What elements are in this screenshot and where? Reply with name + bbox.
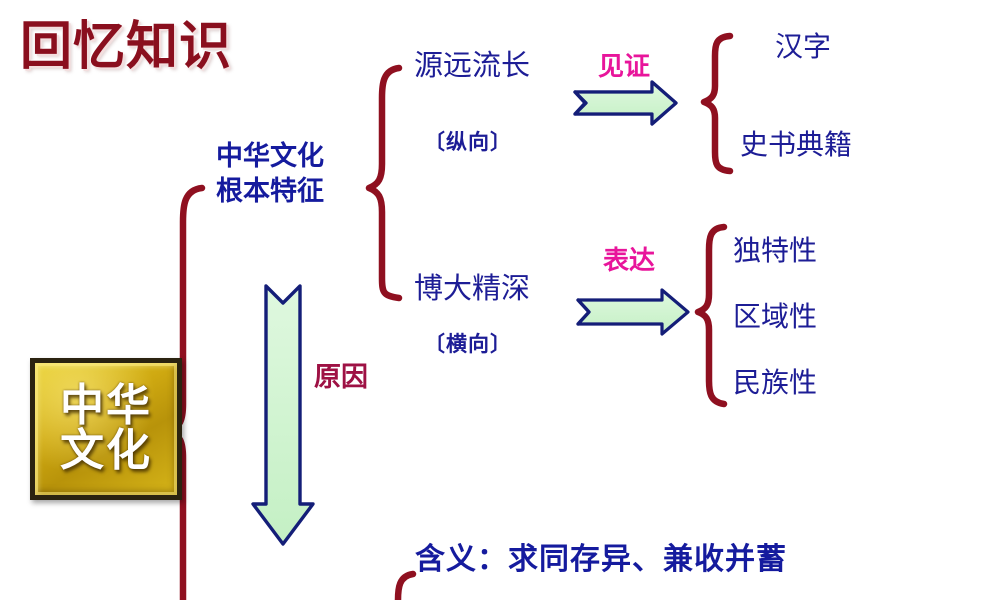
- meaning-row-text: 含义：求同存异、兼收并蓄: [415, 542, 787, 577]
- arrow-jianzheng: [573, 80, 678, 126]
- brace-characteristics: [365, 64, 403, 302]
- root-node-line2: 文化: [60, 425, 152, 476]
- brace-yuanyuanliuchang-items: [700, 32, 734, 175]
- item-quyuxing: 区域性: [733, 300, 818, 333]
- arrow-yuanyin: [251, 284, 315, 546]
- brace-meaning-stub: [394, 570, 417, 600]
- node-yuanyuanliuchang: 源远流长: [414, 48, 531, 82]
- root-node-line1: 中华: [60, 380, 152, 432]
- connector-label-jianzheng: 见证: [598, 52, 651, 82]
- branch-label-line1: 中华文化: [216, 141, 324, 172]
- arrow-biaoda: [576, 288, 690, 336]
- arrow-label-yuanyin: 原因: [314, 362, 368, 393]
- branch-label-line2: 根本特征: [216, 175, 324, 207]
- note-hengxiang: 〔横向〕: [424, 332, 512, 356]
- note-zongxiang: 〔纵向〕: [424, 130, 512, 154]
- brace-bodajingshen-items: [694, 223, 728, 408]
- item-shishudianji: 史书典籍: [740, 128, 853, 161]
- item-minzuxing: 民族性: [733, 366, 818, 399]
- node-bodajingshen: 博大精深: [414, 271, 531, 305]
- connector-label-biaoda: 表达: [603, 246, 656, 276]
- branch-label: 中华文化 根本特征: [216, 140, 324, 209]
- item-dutexing: 独特性: [733, 234, 818, 267]
- item-hanzi: 汉字: [775, 30, 832, 63]
- page-title: 回忆知识: [20, 17, 233, 77]
- root-node-box[interactable]: 中华 文化: [30, 358, 182, 500]
